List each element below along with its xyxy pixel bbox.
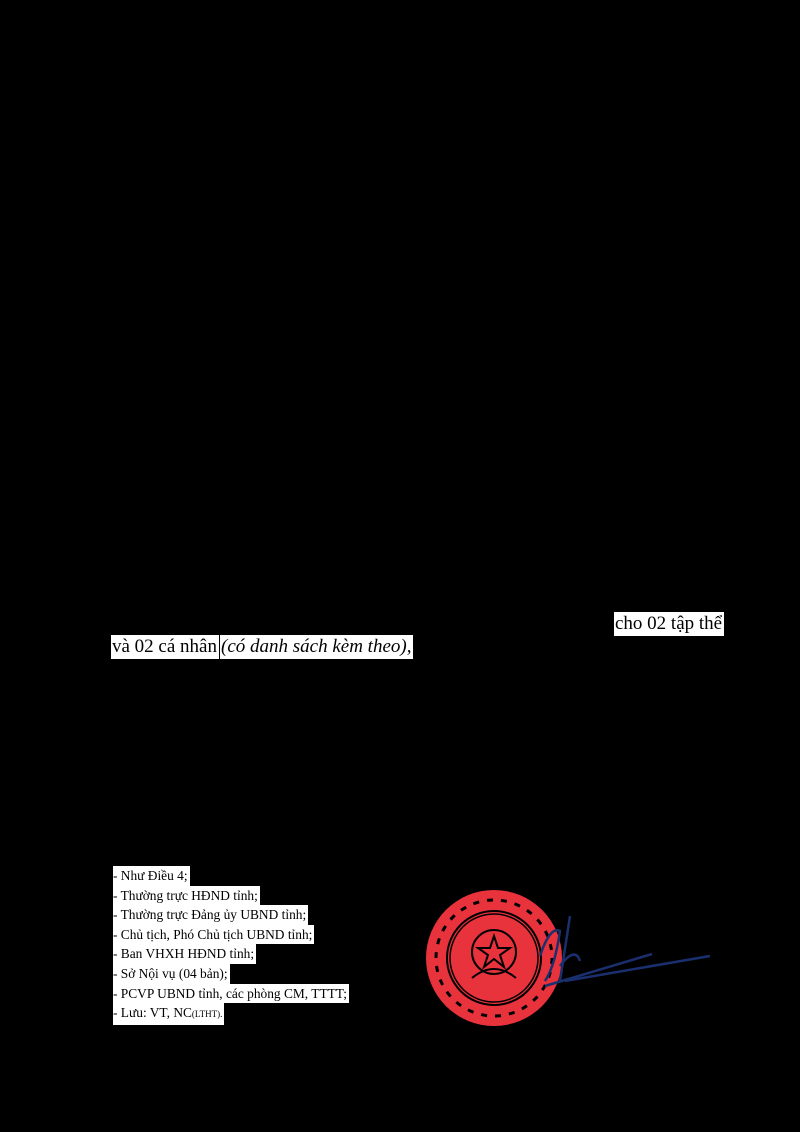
official-seal-with-signature bbox=[426, 890, 711, 1026]
recipient-item: - Thường trực HĐND tỉnh; bbox=[113, 885, 260, 906]
recipient-main: - Lưu: VT, NC bbox=[113, 1005, 192, 1021]
recipient-item: - Sở Nội vụ (04 bản); bbox=[113, 963, 230, 984]
signature-icon bbox=[538, 915, 711, 988]
recipient-item: - Lưu: VT, NC(LTHT). bbox=[113, 1003, 225, 1025]
recipient-item: - Chủ tịch, Phó Chủ tịch UBND tỉnh; bbox=[113, 924, 315, 945]
body-text-fragment: và 02 cá nhân bbox=[111, 635, 219, 659]
recipient-item: - Như Điều 4; bbox=[113, 866, 190, 886]
recipients-list: - Như Điều 4; - Thường trực HĐND tỉnh; -… bbox=[113, 866, 349, 1025]
recipient-item: - Ban VHXH HĐND tỉnh; bbox=[113, 944, 257, 964]
body-text-fragment: cho 02 tập thể bbox=[614, 612, 725, 636]
seal-icon bbox=[426, 890, 562, 1026]
recipient-suffix: (LTHT). bbox=[191, 1009, 223, 1020]
recipient-item: - Thường trực Đảng ủy UBND tỉnh; bbox=[113, 905, 309, 925]
body-text-note: (có danh sách kèm theo), bbox=[220, 635, 414, 659]
recipient-item: - PCVP UBND tỉnh, các phòng CM, TTTT; bbox=[113, 983, 349, 1004]
